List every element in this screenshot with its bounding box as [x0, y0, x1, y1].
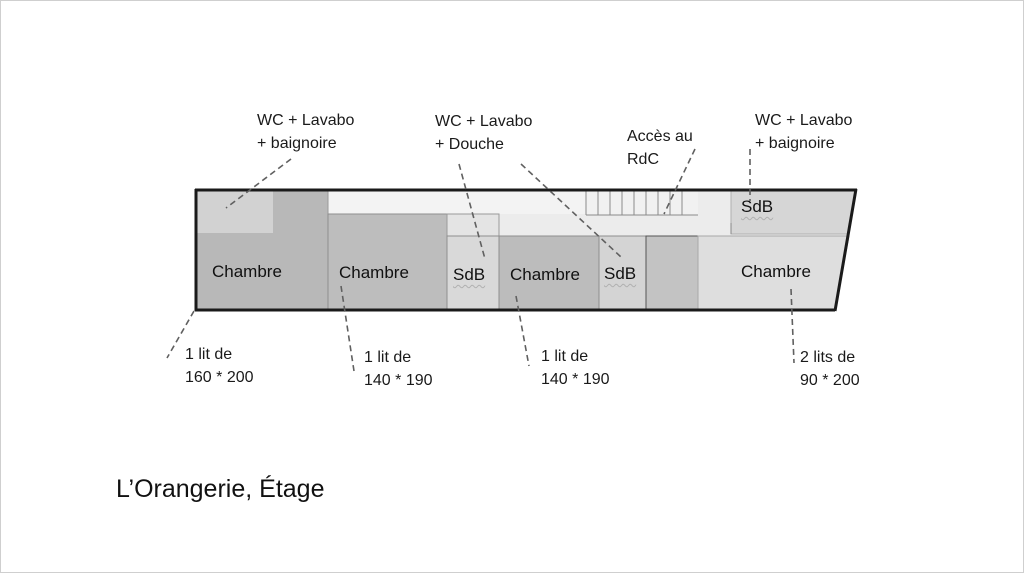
annotation-wc-baignoire-right: WC + Lavabo + baignoire — [755, 109, 852, 155]
annotation-line: + baignoire — [257, 135, 337, 152]
annotation-line: + Douche — [435, 136, 504, 153]
annotation-bed-2: 1 lit de 140 * 190 — [364, 346, 433, 392]
annotation-line: Accès au — [627, 128, 693, 145]
room-label-chambre-1: Chambre — [212, 262, 282, 281]
leader-bed-2 — [340, 285, 355, 372]
annotation-bed-4: 2 lits de 90 * 200 — [800, 346, 860, 392]
annotation-wc-douche: WC + Lavabo + Douche — [435, 110, 532, 156]
leader-wc-left — [225, 158, 292, 209]
staircase — [585, 191, 698, 216]
annotation-line: RdC — [627, 151, 660, 168]
leader-acces — [663, 148, 696, 215]
page-title: L’Orangerie, Étage — [116, 475, 325, 503]
room-sdb-2 — [598, 235, 647, 311]
leader-bed-3 — [515, 295, 530, 367]
annotation-line: + baignoire — [755, 135, 835, 152]
room-chambre-2 — [327, 213, 448, 311]
annotation-line: 1 lit de — [541, 348, 589, 365]
room-label-chambre-4: Chambre — [741, 262, 811, 281]
leader-wc-douche-b — [520, 163, 622, 258]
annotation-line: 90 * 200 — [800, 372, 860, 389]
stair-room — [645, 235, 699, 311]
annotation-bed-3: 1 lit de 140 * 190 — [541, 345, 610, 391]
annotation-line: 140 * 190 — [541, 371, 610, 388]
room-label-sdb-2: SdB — [604, 264, 637, 283]
room-label-sdb-3: SdB — [741, 197, 774, 216]
annotation-line: 1 lit de — [364, 349, 412, 366]
leader-bed-1 — [166, 310, 195, 359]
wall-right — [833, 188, 858, 312]
annotation-bed-1: 1 lit de 160 * 200 — [185, 343, 254, 389]
room-label-chambre-2: Chambre — [339, 263, 409, 282]
leader-bed-4 — [790, 288, 795, 364]
annotation-acces-rdc: Accès au RdC — [627, 125, 693, 171]
annotation-line: WC + Lavabo — [435, 113, 533, 130]
room-label-chambre-3: Chambre — [510, 265, 580, 284]
annotation-wc-baignoire-left: WC + Lavabo + baignoire — [257, 109, 354, 155]
annotation-line: 160 * 200 — [185, 369, 254, 386]
annotation-line: WC + Lavabo — [755, 112, 853, 129]
leader-wc-douche-a — [458, 163, 486, 260]
annotation-line: 2 lits de — [800, 349, 856, 366]
leader-lines — [166, 148, 795, 372]
room-label-sdb-1: SdB — [453, 265, 486, 284]
annotation-line: 140 * 190 — [364, 372, 433, 389]
annotation-line: WC + Lavabo — [257, 112, 355, 129]
bathroom-left-shade — [197, 191, 273, 233]
annotation-line: 1 lit de — [185, 346, 233, 363]
